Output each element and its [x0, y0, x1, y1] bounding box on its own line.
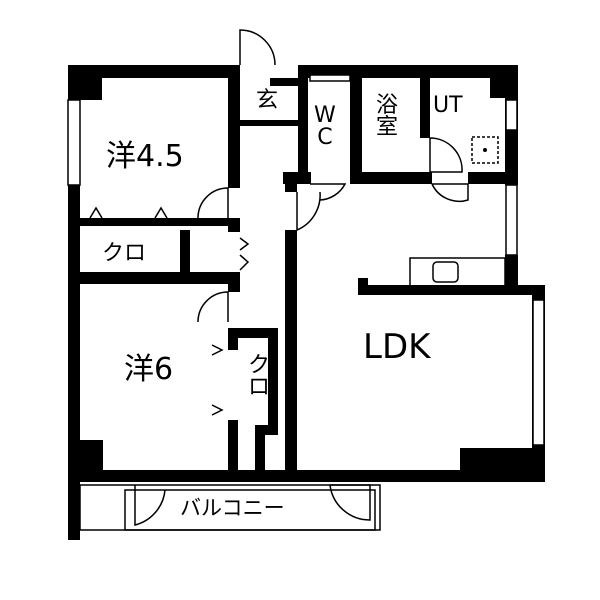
room-label-balcony: バルコニー [180, 496, 285, 520]
room-label-closet2: ク ロ [248, 355, 270, 399]
room-label-entrance: 玄 [256, 88, 279, 113]
bath-2: 室 [376, 115, 399, 140]
closet2-1: ク [248, 353, 271, 378]
closet2-2: ロ [248, 375, 271, 400]
room-label-utility: UT [433, 93, 463, 118]
room-label-western2: 洋6 [124, 352, 174, 387]
room-label-wc: W C [314, 105, 336, 149]
room-label-closet1: クロ [102, 241, 147, 266]
windows-doors [67, 29, 545, 531]
bath-1: 浴 [376, 93, 399, 118]
wc-c: C [317, 125, 333, 150]
wc-w: W [314, 103, 336, 128]
drain-icon [483, 148, 487, 152]
room-label-bath: 浴 室 [376, 95, 398, 139]
room-label-western1: 洋4.5 [106, 139, 184, 174]
room-label-ldk: LDK [363, 327, 431, 367]
